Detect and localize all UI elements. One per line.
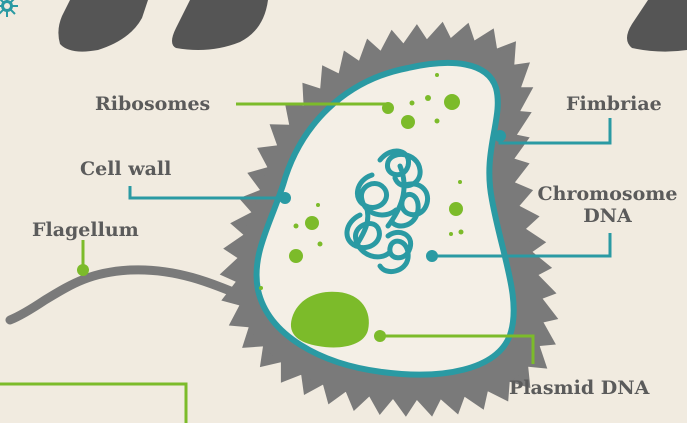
leader-bottom-left [0,384,186,423]
dot-chromosome [426,250,438,262]
label-plasmid-dna: Plasmid DNA [509,377,649,399]
flagellum-tail [10,270,252,320]
label-chromosome-dna: Chromosome DNA [528,183,687,227]
dot-cell-wall [279,192,291,204]
label-fimbriae: Fimbriae [566,93,662,115]
label-chromosome-line2: DNA [528,205,687,227]
dot-plasmid [374,330,386,342]
label-cell-wall: Cell wall [80,158,171,180]
silhouette-right [627,0,687,52]
dot-fimbriae [494,130,506,142]
silhouette-left [58,0,148,52]
silhouette-middle [172,0,268,50]
virus-icon [0,0,18,17]
label-flagellum: Flagellum [32,219,139,241]
dot-ribosomes [382,102,394,114]
label-ribosomes: Ribosomes [95,93,210,115]
label-chromosome-line1: Chromosome [528,183,687,205]
dot-flagellum [77,264,89,276]
